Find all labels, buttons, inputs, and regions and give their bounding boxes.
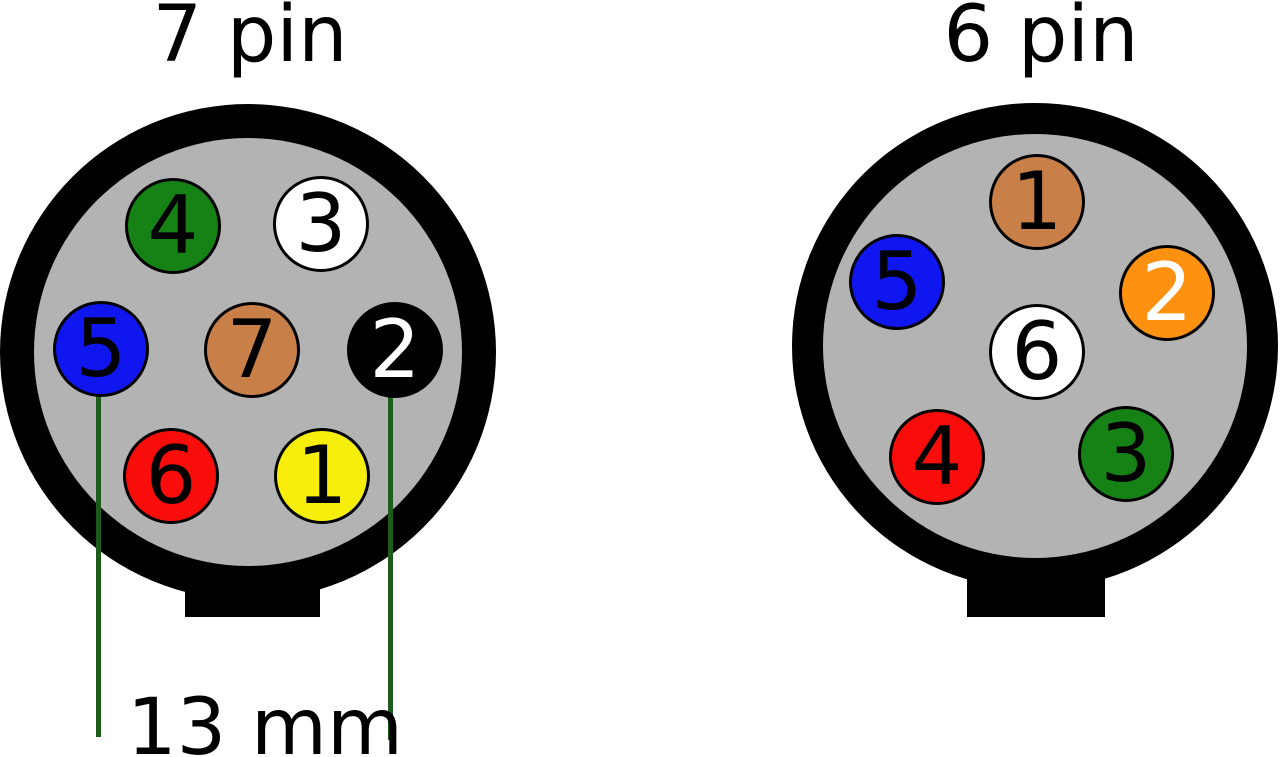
connector-6-pin-pin-6: 6 <box>989 304 1085 400</box>
connector-7-pin-title: 7 pin <box>152 0 348 80</box>
connector-7-pin-pin-7: 7 <box>204 302 300 398</box>
connector-7-pin-pin-5: 5 <box>53 301 149 397</box>
connector-7-pin-pin-4: 4 <box>125 178 221 274</box>
measurement-label: 13 mm <box>126 683 403 757</box>
connector-6-pin-pin-3: 3 <box>1078 406 1174 502</box>
connector-6-pin-pin-1: 1 <box>989 154 1085 250</box>
measurement-line-2 <box>388 397 393 740</box>
connector-7-pin-pin-3: 3 <box>273 176 369 272</box>
connector-6-pin-pin-4: 4 <box>889 409 985 505</box>
connector-6-pin-title: 6 pin <box>943 0 1139 80</box>
connector-6-pin-pin-2: 2 <box>1119 245 1215 341</box>
connector-7-pin-pin-6: 6 <box>123 428 219 524</box>
connector-7-pin-pin-1: 1 <box>274 428 370 524</box>
connector-6-pin-pin-5: 5 <box>849 234 945 330</box>
measurement-line-1 <box>96 395 101 737</box>
connector-7-pin-pin-2: 2 <box>347 302 443 398</box>
